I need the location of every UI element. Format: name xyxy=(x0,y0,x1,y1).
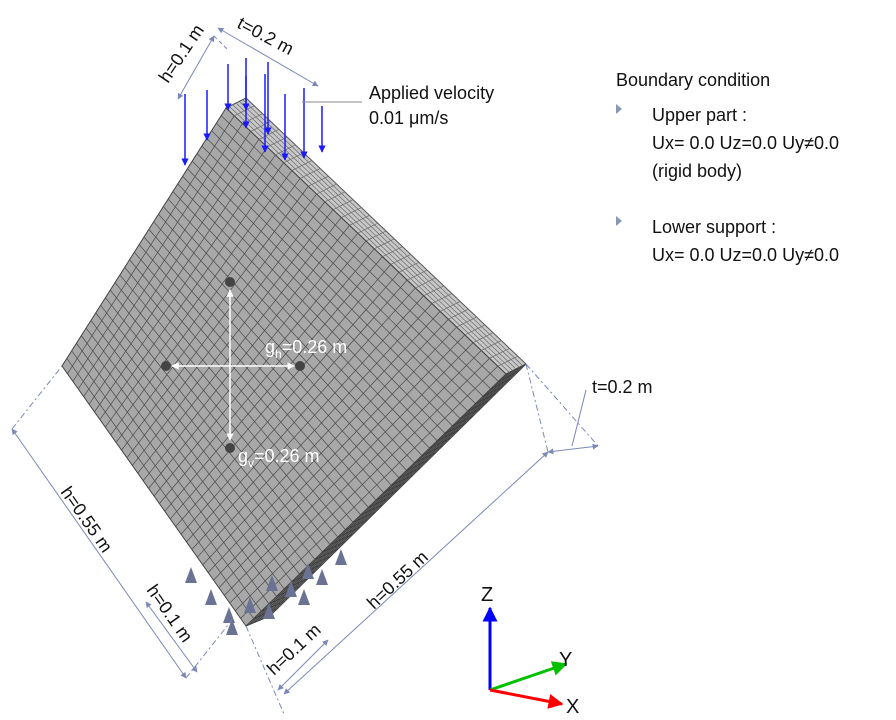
support-triangle-icon xyxy=(263,603,275,619)
gauge-point-bottom xyxy=(225,443,235,453)
mesh-top-grid xyxy=(229,99,523,373)
axis-y-arrow xyxy=(489,661,568,692)
support-triangle-icon xyxy=(266,575,278,591)
dim-right-t-label: t=0.2 m xyxy=(592,377,653,397)
support-triangle-icon xyxy=(223,607,235,623)
support-triangle-icon xyxy=(185,567,197,583)
axis-x-label: X xyxy=(566,696,579,718)
axis-y-label: Y xyxy=(559,649,572,671)
boundary-upper-line2: (rigid body) xyxy=(652,161,743,181)
applied-velocity-label: Applied velocity xyxy=(369,83,494,103)
support-triangle-icon xyxy=(316,569,328,585)
bullet-arrow-icon xyxy=(616,104,622,114)
gauge-horizontal-label: gh=0.26 m xyxy=(265,337,347,361)
boundary-lower-label: Lower support : xyxy=(652,217,777,237)
boundary-title: Boundary condition xyxy=(616,70,771,90)
dim-right-h-label: h=0.55 m xyxy=(363,547,432,613)
gauge-point-top xyxy=(225,277,235,287)
boundary-upper-label: Upper part : xyxy=(652,105,748,125)
applied-velocity-value: 0.01 μm/s xyxy=(369,108,448,128)
dim-top-h-label: h=0.1 m xyxy=(155,21,208,87)
boundary-upper-line1: Ux= 0.0 Uz=0.0 Uy≠0.0 xyxy=(652,133,839,153)
support-triangle-icon xyxy=(226,619,238,635)
boundary-item-upper: Upper part : Ux= 0.0 Uz=0.0 Uy≠0.0 (rigi… xyxy=(616,101,894,185)
gauge-point-right xyxy=(295,361,305,371)
gauge-point-left xyxy=(161,361,171,371)
axis-x-arrow xyxy=(489,688,564,709)
support-triangle-icon xyxy=(205,589,217,605)
boundary-lower-line1: Ux= 0.0 Uz=0.0 Uy≠0.0 xyxy=(652,245,839,265)
support-triangle-icon xyxy=(298,589,310,605)
dim-bottom-right-h-label: h=0.1 m xyxy=(263,620,325,679)
specimen-block xyxy=(61,97,527,627)
coordinate-axes xyxy=(482,606,568,709)
dim-bottom-left-h-label: h=0.1 m xyxy=(143,581,197,646)
mesh-front-grid xyxy=(66,115,499,619)
gauge-lines xyxy=(161,277,305,453)
support-triangle-icon xyxy=(244,597,256,613)
dimension-lines xyxy=(11,27,601,715)
axis-z-label: Z xyxy=(481,584,493,606)
boundary-item-lower: Lower support : Ux= 0.0 Uz=0.0 Uy≠0.0 xyxy=(616,213,894,269)
dim-top-t-label: t=0.2 m xyxy=(234,13,297,59)
dim-left-h-label: h=0.55 m xyxy=(57,483,117,556)
support-triangle-icon xyxy=(335,549,347,565)
bullet-arrow-icon xyxy=(616,216,622,226)
boundary-condition-panel: Boundary condition Upper part : Ux= 0.0 … xyxy=(616,70,894,269)
